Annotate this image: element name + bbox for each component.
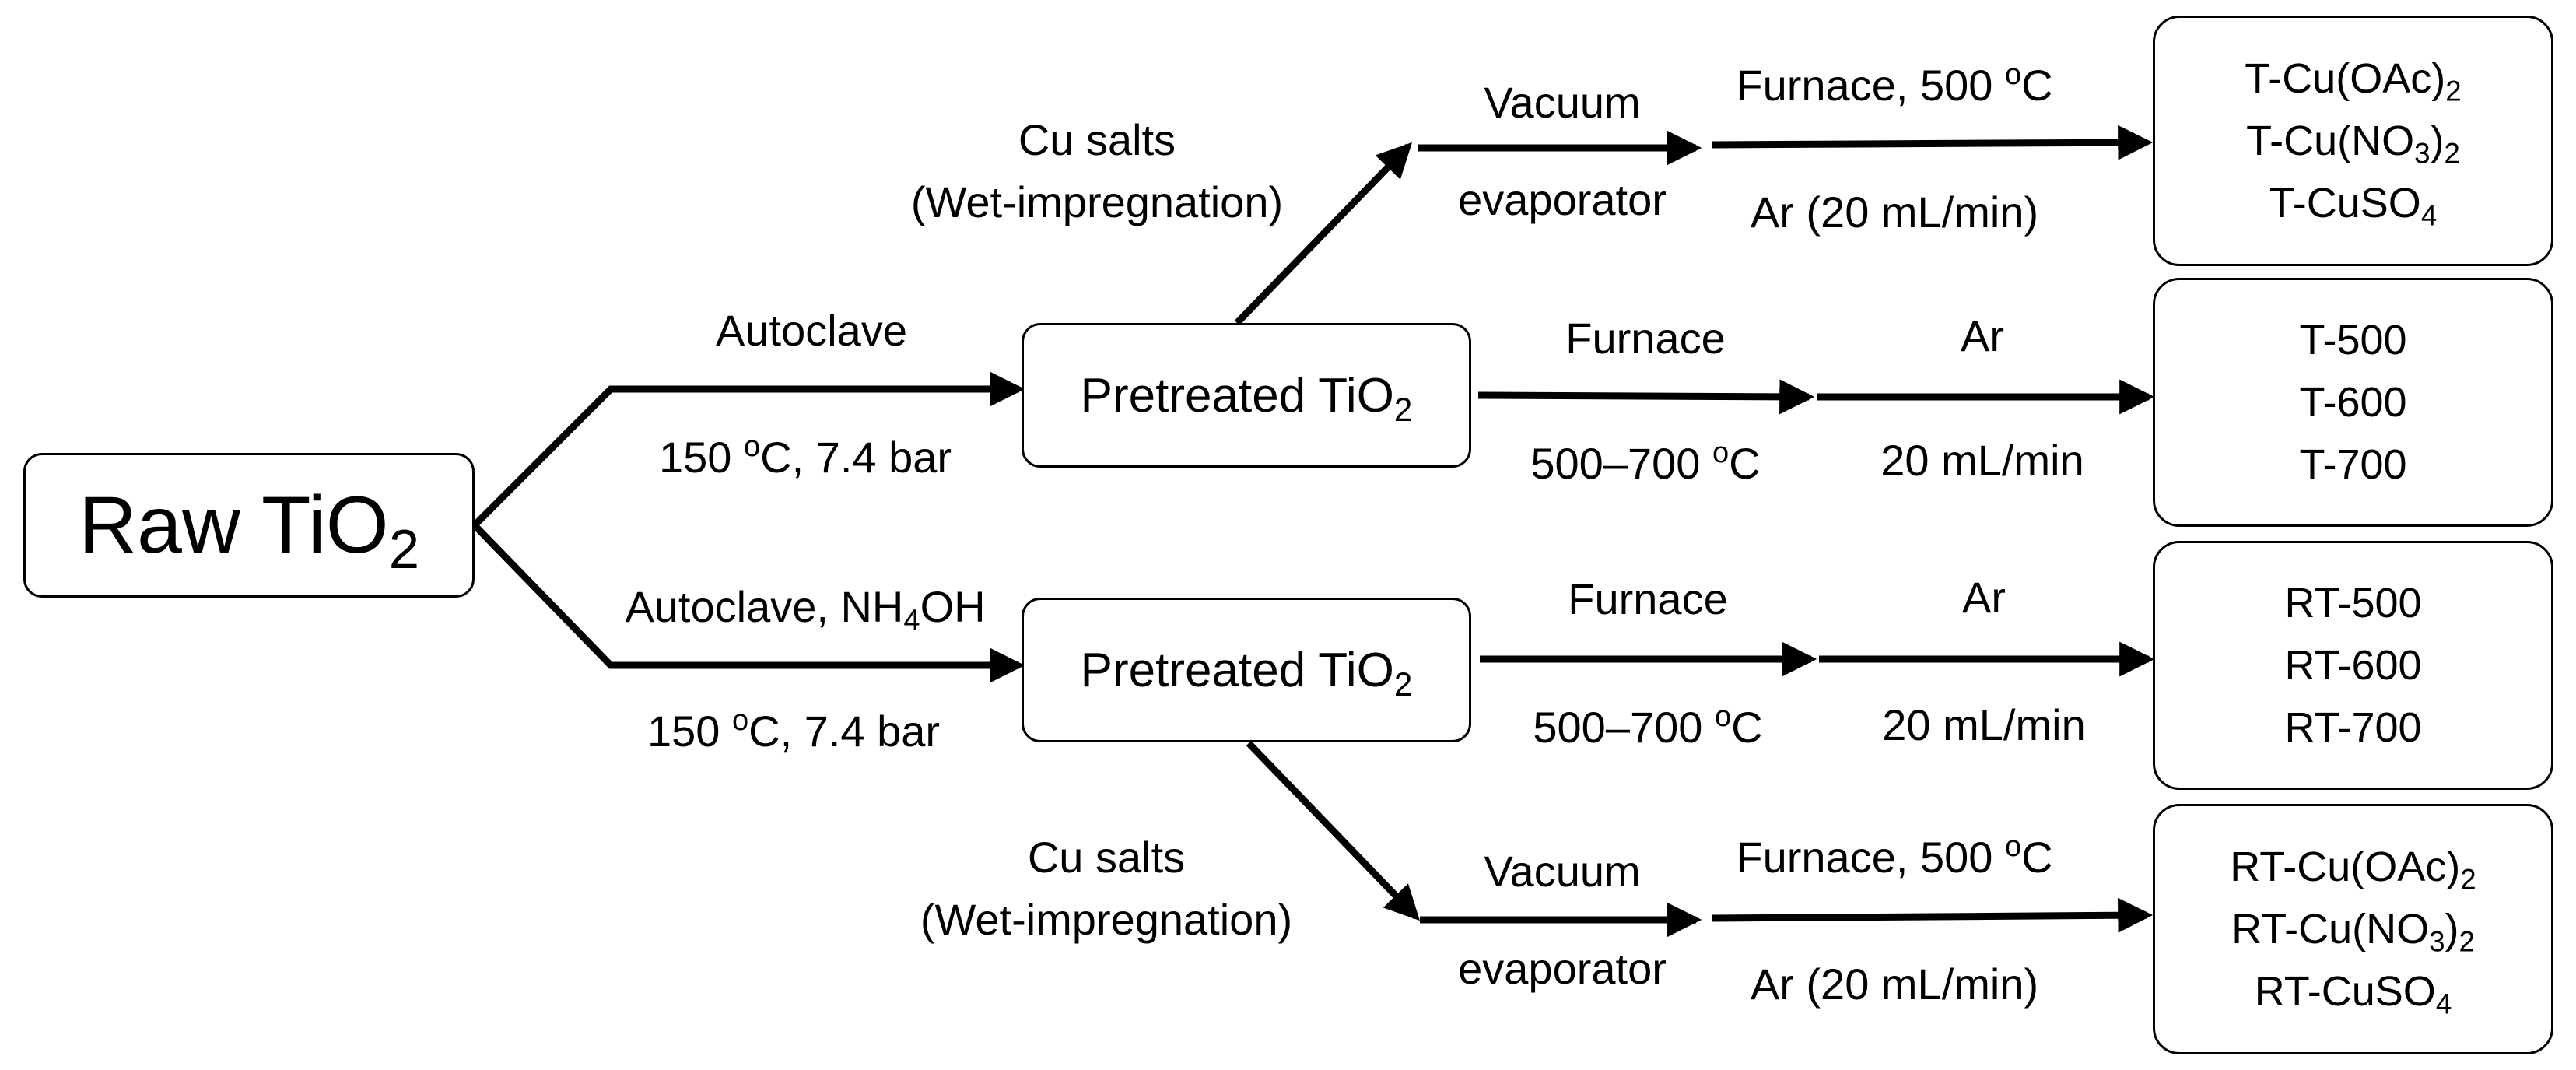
furnace-label-t: Furnace	[1565, 314, 1726, 363]
furnace-500-label-upper: Furnace, 500 oC	[1736, 58, 2053, 110]
ar-flow-label-upper: Ar (20 mL/min)	[1750, 188, 2039, 237]
pretreated-label: Pretreated TiO	[1080, 368, 1394, 423]
raw-tio2-label: Raw TiO	[78, 479, 389, 570]
vacuum-label-lower: Vacuum	[1484, 847, 1641, 896]
autoclave-nh4oh-label: Autoclave, NH4OH	[625, 582, 986, 637]
autoclave-label: Autoclave	[716, 306, 907, 355]
output-item: RT-600	[2284, 642, 2422, 689]
pretreated-tio2-box-lower: Pretreated TiO2	[1022, 598, 1471, 742]
output-item: RT-Cu(NO3)2	[2231, 906, 2475, 958]
upper-temp-label: 150 oC, 7.4 bar	[658, 430, 952, 482]
furnace-arrow-top	[1711, 125, 2154, 160]
output-item: T-500	[2299, 317, 2407, 363]
output-box-t: T-500 T-600 T-700	[2153, 278, 2553, 527]
output-box-rt-cu: RT-Cu(OAc)2 RT-Cu(NO3)2 RT-CuSO4	[2153, 804, 2553, 1054]
pretreated-label: Pretreated TiO	[1080, 643, 1394, 697]
lower-temp-label: 150 oC, 7.4 bar	[647, 704, 941, 756]
raw-to-upper-arrow	[471, 371, 1025, 528]
pretreated-subscript: 2	[1393, 665, 1413, 703]
output-item: T-Cu(OAc)2	[2245, 55, 2462, 107]
output-item: RT-Cu(OAc)2	[2230, 844, 2476, 896]
output-item: T-600	[2299, 379, 2407, 426]
ar-flow-label-lower: Ar (20 mL/min)	[1750, 959, 2039, 1009]
ar-label-rt: Ar	[1962, 573, 2006, 622]
furnace-range-label-t: 500–700 oC	[1530, 437, 1761, 488]
vacuum-label-upper: Vacuum	[1484, 78, 1641, 127]
evaporator-label-upper: evaporator	[1458, 175, 1667, 224]
flow-label-t: 20 mL/min	[1880, 436, 2084, 485]
ar-label-t: Ar	[1961, 311, 2004, 360]
furnace-arrow-t	[1477, 379, 1815, 415]
furnace-500-label-lower: Furnace, 500 oC	[1736, 830, 2053, 882]
raw-tio2-box: Raw TiO2	[23, 453, 475, 598]
flow-label-rt: 20 mL/min	[1882, 700, 2086, 749]
output-item: T-700	[2299, 441, 2407, 488]
furnace-label-rt: Furnace	[1568, 574, 1728, 623]
upper-to-impregnation-arrow	[1234, 142, 1413, 326]
furnace-range-label-rt: 500–700 oC	[1533, 700, 1763, 752]
raw-to-lower-arrow	[471, 522, 1025, 683]
lower-to-impregnation-arrow	[1246, 740, 1420, 921]
pretreated-subscript: 2	[1393, 391, 1413, 428]
output-item: T-CuSO4	[2269, 180, 2438, 232]
output-item: RT-CuSO4	[2254, 968, 2452, 1020]
raw-tio2-subscript: 2	[388, 517, 420, 580]
cu-salts-label-upper: Cu salts(Wet-impregnation)	[910, 115, 1284, 226]
output-item: RT-500	[2284, 580, 2422, 626]
evaporator-label-lower: evaporator	[1458, 944, 1667, 993]
output-box-rt: RT-500 RT-600 RT-700	[2153, 541, 2553, 790]
output-box-t-cu: T-Cu(OAc)2 T-Cu(NO3)2 T-CuSO4	[2153, 16, 2553, 266]
furnace-arrow-bottom	[1711, 897, 2154, 933]
output-item: RT-700	[2284, 704, 2422, 751]
output-item: T-Cu(NO3)2	[2246, 118, 2460, 170]
cu-salts-label-lower: Cu salts(Wet-impregnation)	[920, 833, 1293, 944]
pretreated-tio2-box-upper: Pretreated TiO2	[1022, 323, 1471, 468]
